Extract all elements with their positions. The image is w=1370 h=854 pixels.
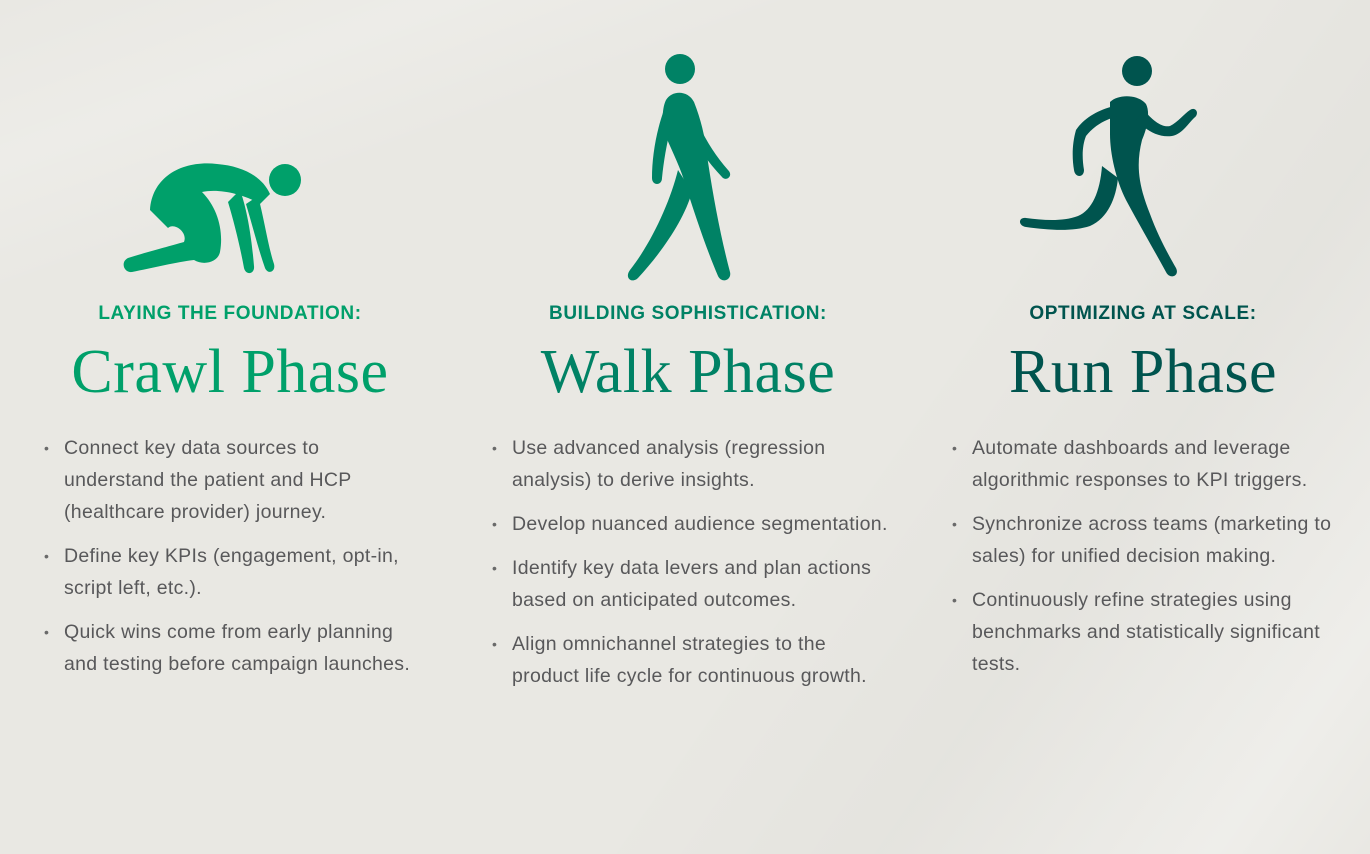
bullet-icon: • [952,516,958,532]
list-item: • Continuously refine strategies using b… [948,584,1338,680]
walk-phase-column: BUILDING SOPHISTICATION: Walk Phase • Us… [488,0,888,854]
crawling-person-icon [122,152,312,277]
bullet-icon: • [44,548,50,564]
list-item: • Identify key data levers and plan acti… [488,552,888,616]
crawl-bullet-list: • Connect key data sources to understand… [40,432,420,692]
walk-bullet-list: • Use advanced analysis (regression anal… [488,432,888,704]
crawl-title: Crawl Phase [71,338,389,406]
bullet-text: Align omnichannel strategies to the prod… [512,633,867,687]
bullet-text: Use advanced analysis (regression analys… [512,437,826,491]
bullet-text: Develop nuanced audience segmentation. [512,513,888,535]
walk-eyebrow: BUILDING SOPHISTICATION: [549,303,827,324]
bullet-text: Continuously refine strategies using ben… [972,589,1320,675]
bullet-icon: • [952,440,958,456]
list-item: • Connect key data sources to understand… [40,432,420,528]
bullet-icon: • [492,516,498,532]
run-bullet-list: • Automate dashboards and leverage algor… [948,432,1338,692]
bullet-text: Quick wins come from early planning and … [64,621,411,675]
run-eyebrow: OPTIMIZING AT SCALE: [1029,303,1257,324]
crawl-phase-column: LAYING THE FOUNDATION: Crawl Phase • Con… [40,0,420,854]
walk-title: Walk Phase [540,338,836,406]
list-item: • Use advanced analysis (regression anal… [488,432,888,496]
bullet-text: Synchronize across teams (marketing to s… [972,513,1332,567]
run-phase-column: OPTIMIZING AT SCALE: Run Phase • Automat… [948,0,1338,854]
bullet-text: Identify key data levers and plan action… [512,557,872,611]
bullet-icon: • [492,440,498,456]
walking-person-icon [622,52,737,282]
bullet-icon: • [492,636,498,652]
list-item: • Quick wins come from early planning an… [40,616,420,680]
bullet-icon: • [44,440,50,456]
running-person-icon [1018,54,1200,278]
list-item: • Automate dashboards and leverage algor… [948,432,1338,496]
bullet-icon: • [952,592,958,608]
list-item: • Define key KPIs (engagement, opt-in, s… [40,540,420,604]
list-item: • Synchronize across teams (marketing to… [948,508,1338,572]
list-item: • Align omnichannel strategies to the pr… [488,628,888,692]
crawl-eyebrow: LAYING THE FOUNDATION: [98,303,362,324]
bullet-text: Automate dashboards and leverage algorit… [972,437,1308,491]
bullet-icon: • [44,624,50,640]
run-title: Run Phase [1009,338,1277,406]
bullet-text: Connect key data sources to understand t… [64,437,352,523]
list-item: • Develop nuanced audience segmentation. [488,508,888,540]
bullet-text: Define key KPIs (engagement, opt-in, scr… [64,545,399,599]
bullet-icon: • [492,560,498,576]
